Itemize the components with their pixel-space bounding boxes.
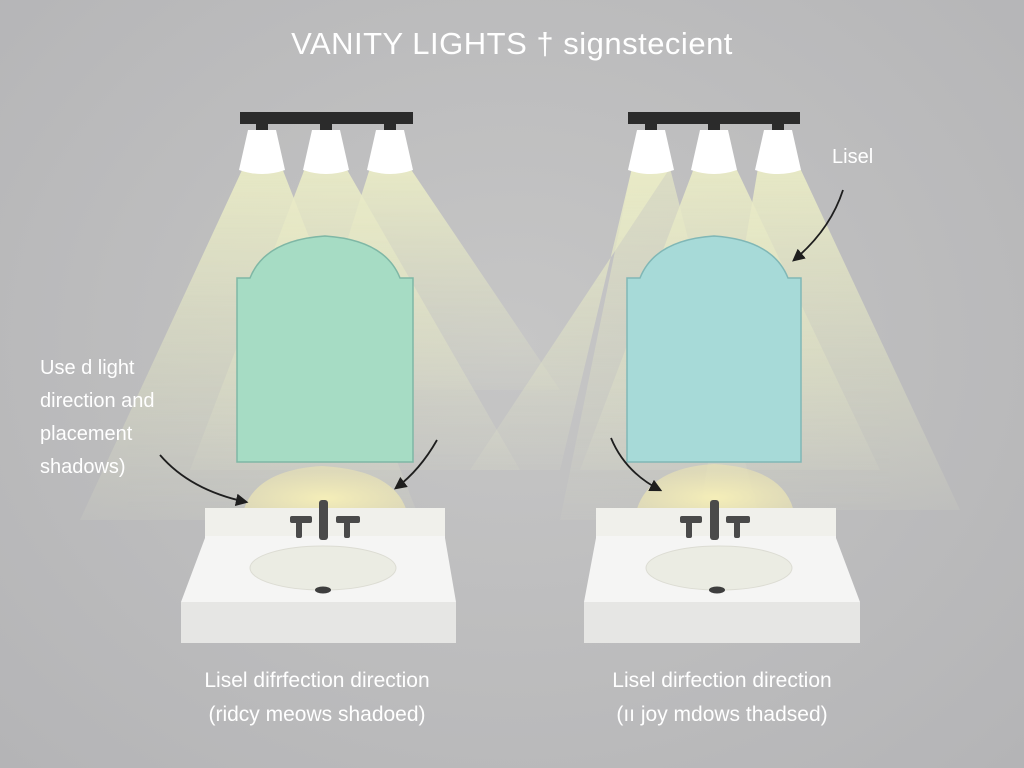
right-lamp-shade-2: [691, 130, 737, 174]
side-note: Use d light direction and placement shad…: [40, 352, 220, 484]
side-note-line-1: Use d light: [40, 357, 135, 379]
right-vanity: [470, 112, 960, 643]
left-caption: Lisel difrfection direction (ridcy meows…: [137, 664, 497, 732]
left-caption-line-1: Lisel difrfection direction: [204, 669, 430, 692]
right-drain: [709, 586, 725, 594]
left-lamp-shade-3: [367, 130, 413, 174]
left-faucet: [290, 500, 360, 540]
left-mirror: [236, 235, 414, 463]
arrow-right-mirror-to-glow: [610, 437, 663, 492]
left-vanity: [80, 112, 560, 643]
left-lamp-shade-1: [239, 130, 285, 174]
side-note-line-3: placement: [40, 423, 133, 445]
left-fixture-bar: [240, 112, 413, 124]
left-basin: [249, 545, 397, 591]
right-lamp-shade-1: [628, 130, 674, 174]
arrow-side-note-to-glow: [159, 454, 249, 507]
right-warm-glow: [636, 464, 794, 512]
right-lamp-shade-3: [755, 130, 801, 174]
side-note-line-2: direction and: [40, 390, 155, 412]
annotation-arrows: [159, 189, 844, 507]
right-faucet: [680, 500, 750, 540]
right-caption: Lisel dirfection direction (ıı joy mdows…: [542, 664, 902, 732]
callout-label: Lisel: [832, 146, 874, 168]
left-drain: [315, 586, 331, 594]
right-fixture-bar: [628, 112, 800, 124]
right-counter-front: [584, 602, 860, 643]
right-light-fixture: [628, 112, 801, 174]
left-light-fixture: [239, 112, 413, 174]
left-warm-glow: [243, 466, 407, 512]
left-counter-front: [181, 602, 456, 643]
left-caption-line-2: (ridcy meows shadoed): [208, 703, 426, 726]
side-note-line-4: shadows): [40, 456, 126, 478]
right-caption-line-1: Lisel dirfection direction: [612, 669, 832, 692]
arrow-left-mirror-to-glow: [393, 439, 438, 490]
right-caption-line-2: (ıı joy mdows thadsed): [616, 703, 828, 726]
diagram-title: VANITY LIGHTS † signstecient: [291, 26, 733, 61]
right-mirror: [626, 235, 802, 463]
left-lamp-shade-2: [303, 130, 349, 174]
arrow-callout-to-mirror: [792, 189, 844, 262]
right-basin: [645, 545, 793, 591]
